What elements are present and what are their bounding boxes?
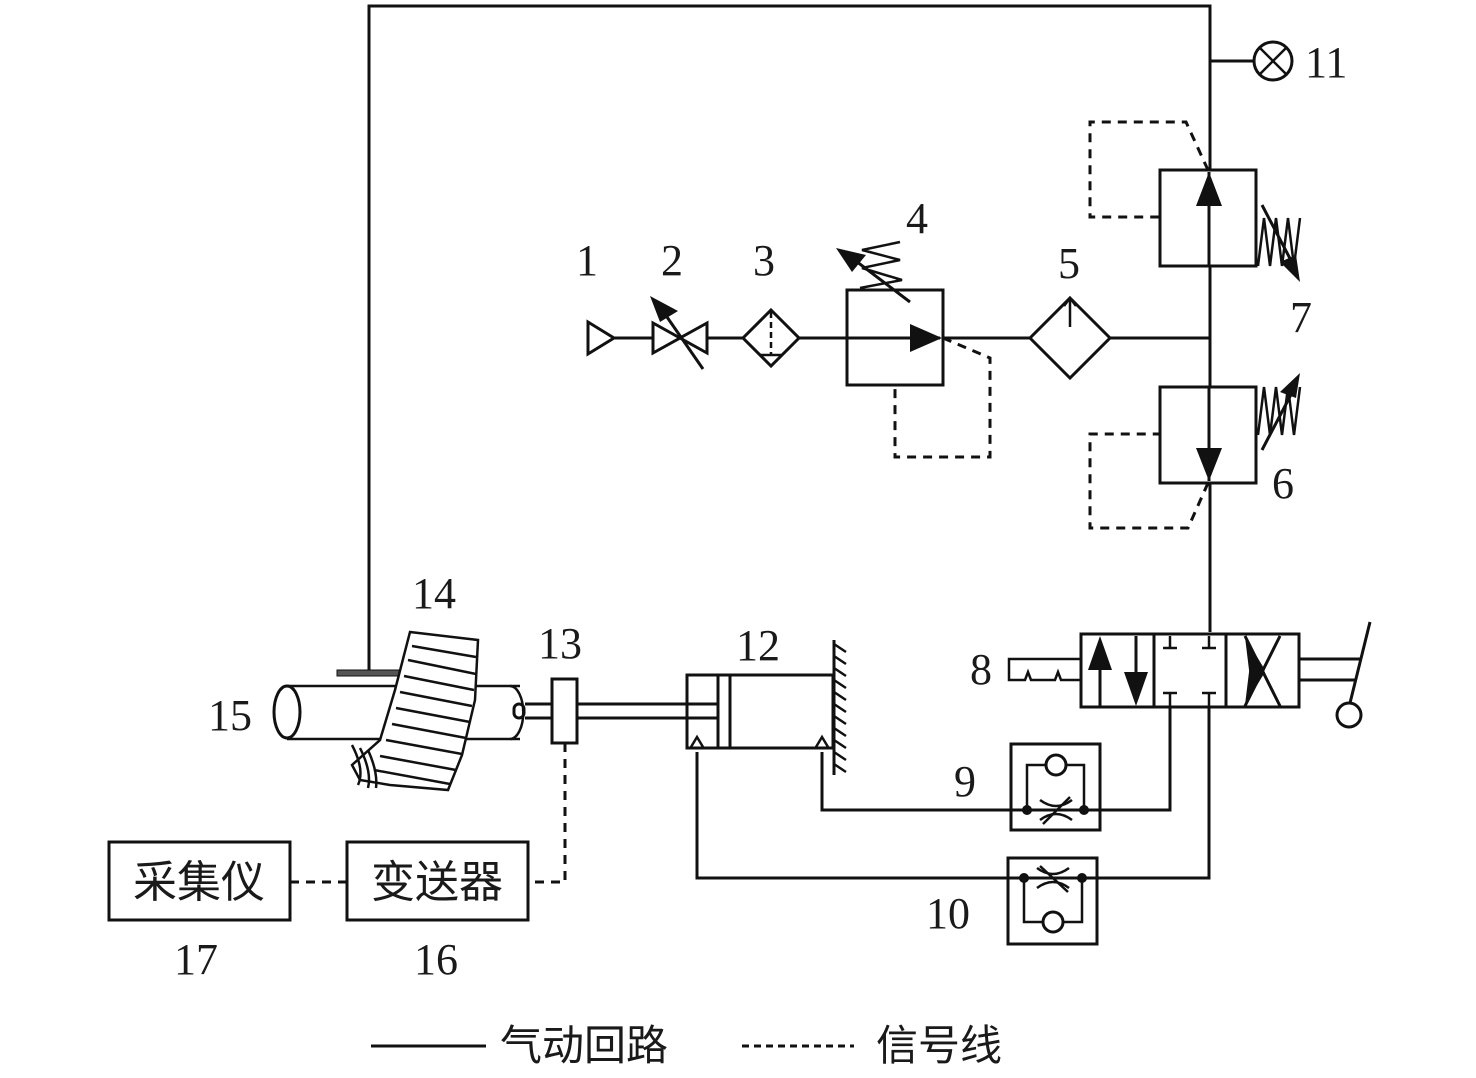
pressure-reducing-valve-icon [800,240,992,459]
pneumatic-cylinder-icon [580,640,847,775]
label-7: 7 [1290,293,1312,342]
label-3: 3 [753,236,775,285]
air-source-icon [586,319,617,357]
filter-icon [740,307,802,369]
legend: 气动回路 信号线 [371,1021,1002,1070]
label-16: 16 [414,935,458,984]
wall-hatching [833,642,847,774]
pressure-valve-up-icon [1088,120,1302,282]
pressure-gauge-icon [1210,40,1294,82]
one-way-throttle-valve-icon [1000,742,1110,832]
lubricator-icon [1027,295,1113,381]
acquisition-label: 采集仪 [133,857,265,908]
label-6: 6 [1272,459,1294,508]
label-8: 8 [970,645,992,694]
directional-valve-3-position-icon [1007,621,1372,729]
transmitter-box: 变送器 [345,840,530,922]
transmitter-label: 变送器 [371,857,503,908]
adjustable-throttle-valve-icon [650,296,709,370]
label-2: 2 [661,236,683,285]
acquisition-box: 采集仪 [107,840,292,922]
label-17: 17 [174,935,218,984]
gear-teeth [373,644,477,786]
label-1: 1 [576,236,598,285]
label-14: 14 [412,569,456,618]
label-12: 12 [736,621,780,670]
label-4: 4 [906,194,928,243]
label-13: 13 [538,619,582,668]
top-return-pipe [367,4,1212,672]
gear-icon [336,630,480,792]
label-9: 9 [954,757,976,806]
valve-outlet-pipes [695,707,1211,880]
label-5: 5 [1058,239,1080,288]
legend-solid-label: 气动回路 [500,1021,668,1070]
label-10: 10 [926,889,970,938]
legend-dashed-label: 信号线 [876,1021,1002,1070]
one-way-throttle-valve-icon [1000,856,1110,946]
pressure-valve-down-icon [1088,373,1302,530]
label-15: 15 [208,691,252,740]
label-11: 11 [1305,38,1347,87]
signal-lines [290,743,567,884]
